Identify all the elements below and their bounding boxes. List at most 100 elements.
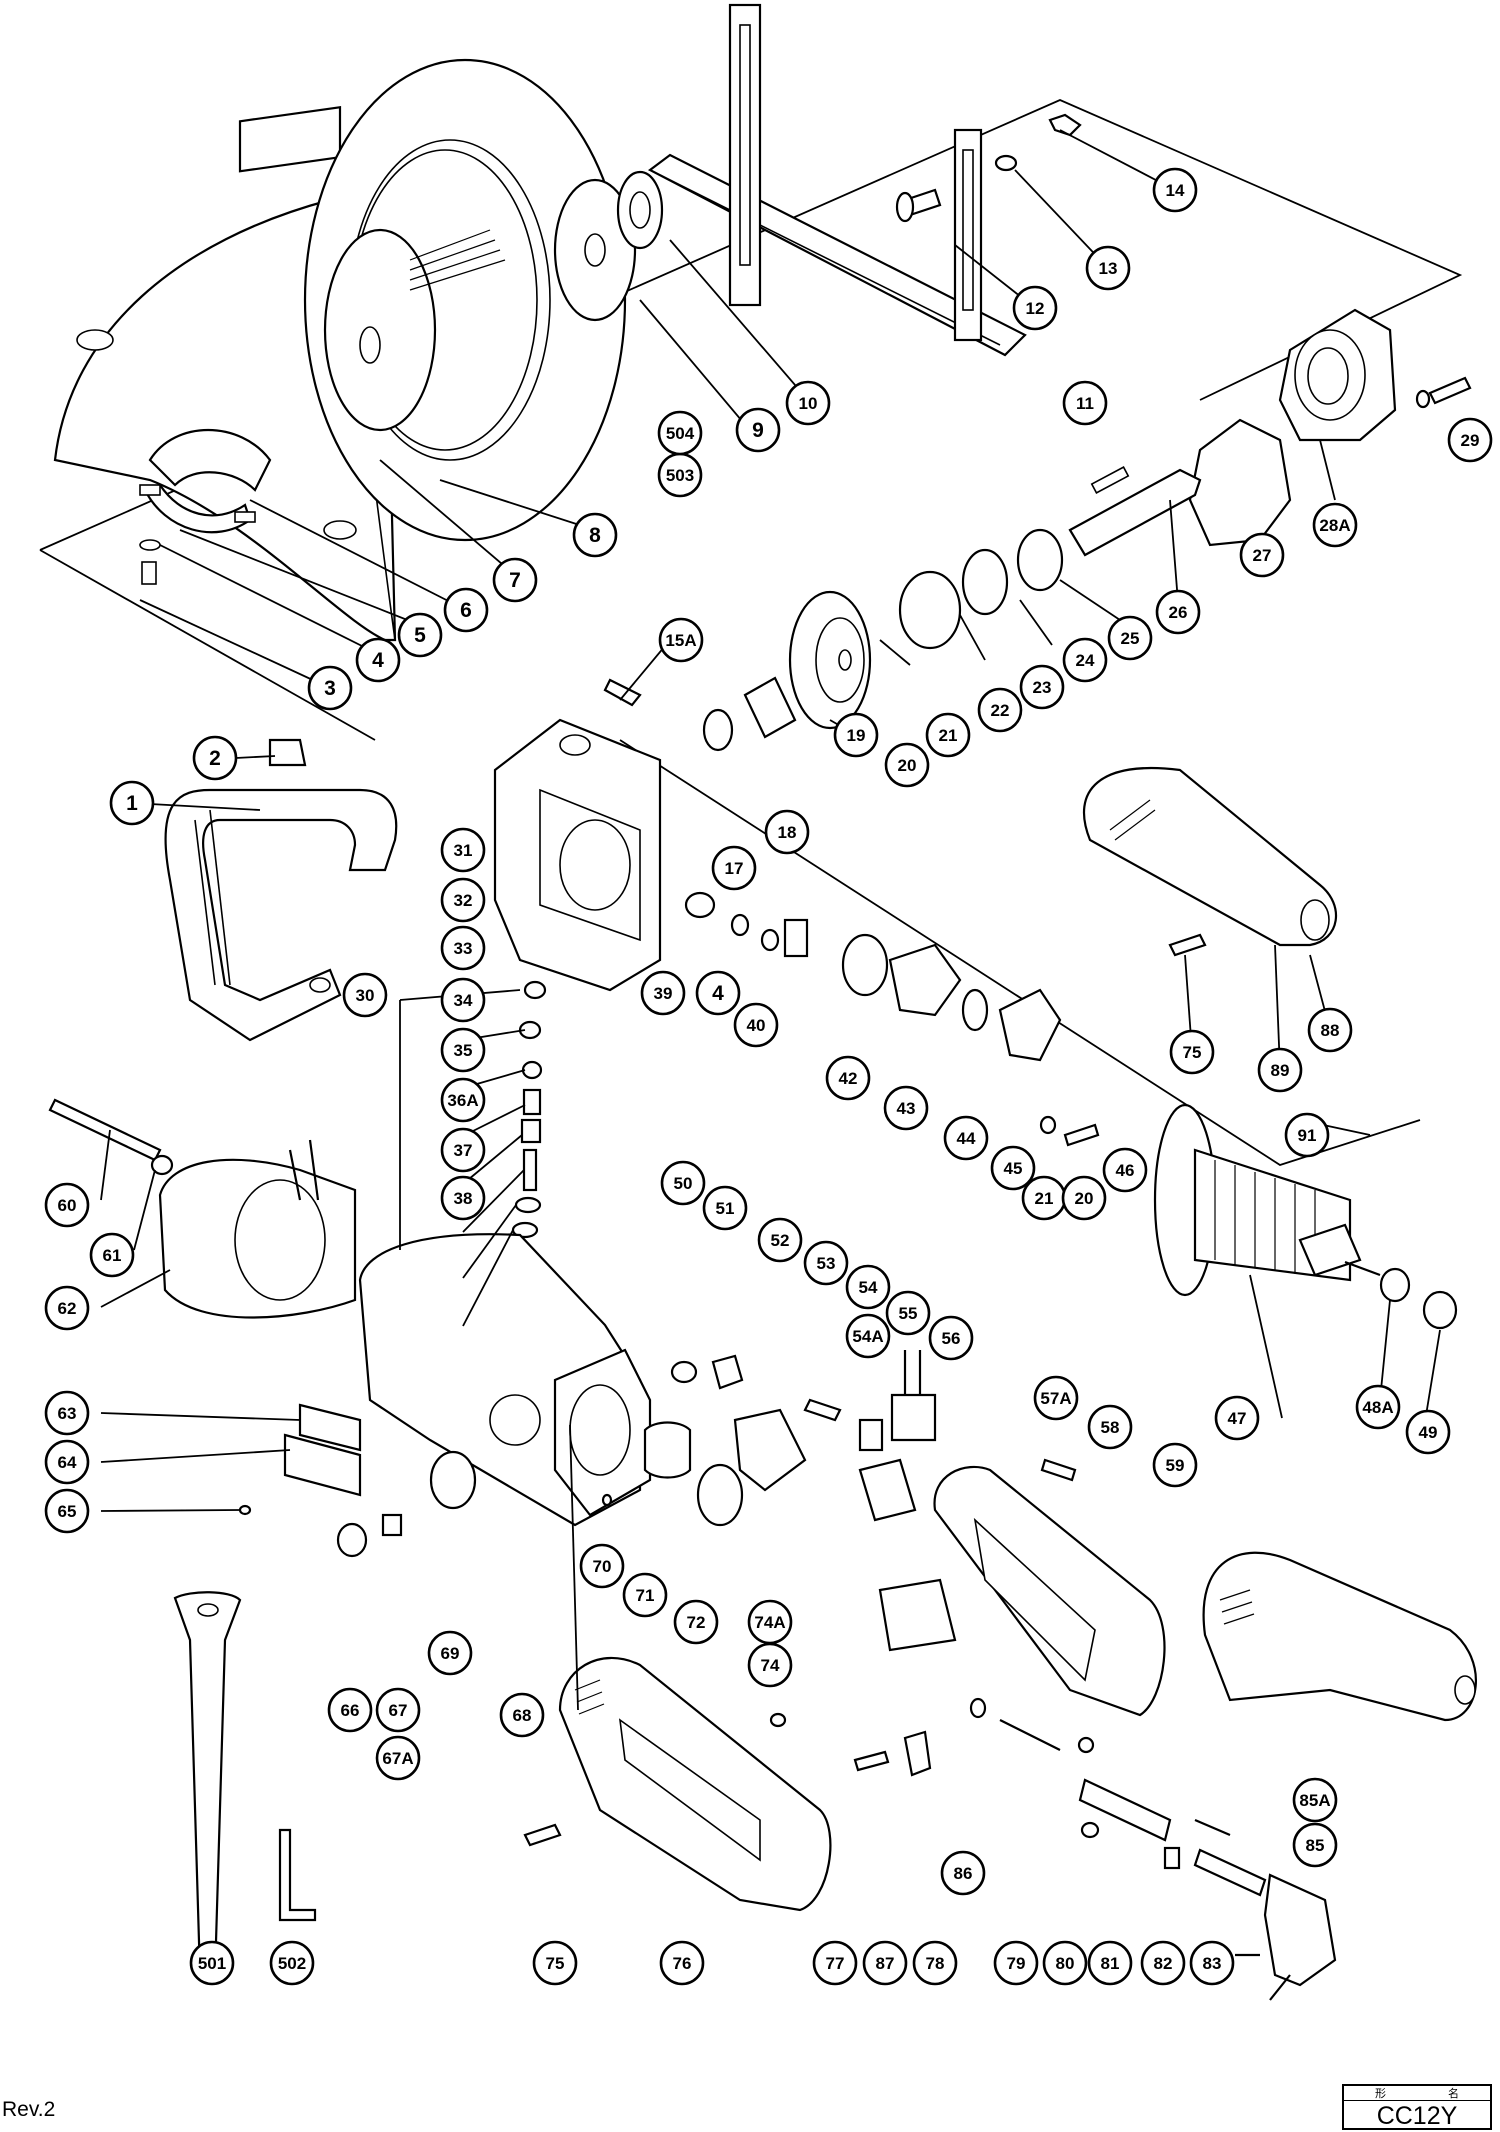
callout-82[interactable]: 82 bbox=[1140, 1940, 1186, 1986]
callout-31[interactable]: 31 bbox=[440, 827, 486, 873]
callout-18[interactable]: 18 bbox=[764, 809, 810, 855]
callout-23[interactable]: 23 bbox=[1019, 664, 1065, 710]
callout-26[interactable]: 26 bbox=[1155, 589, 1201, 635]
callout-52[interactable]: 52 bbox=[757, 1217, 803, 1263]
callout-79[interactable]: 79 bbox=[993, 1940, 1039, 1986]
callout-501[interactable]: 501 bbox=[189, 1940, 235, 1986]
callout-19[interactable]: 19 bbox=[833, 712, 879, 758]
callout-53[interactable]: 53 bbox=[803, 1240, 849, 1286]
callout-6[interactable]: 6 bbox=[443, 587, 489, 633]
callout-45[interactable]: 45 bbox=[990, 1145, 1036, 1191]
callout-56[interactable]: 56 bbox=[928, 1315, 974, 1361]
callout-72[interactable]: 72 bbox=[673, 1599, 719, 1645]
callout-49[interactable]: 49 bbox=[1405, 1409, 1451, 1455]
callout-20b[interactable]: 20 bbox=[1061, 1175, 1107, 1221]
callout-85[interactable]: 85 bbox=[1292, 1822, 1338, 1868]
callout-69[interactable]: 69 bbox=[427, 1630, 473, 1676]
callout-77[interactable]: 77 bbox=[812, 1940, 858, 1986]
callout-10[interactable]: 10 bbox=[785, 380, 831, 426]
callout-89[interactable]: 89 bbox=[1257, 1047, 1303, 1093]
callout-68[interactable]: 68 bbox=[499, 1692, 545, 1738]
callout-9[interactable]: 9 bbox=[735, 407, 781, 453]
callout-60[interactable]: 60 bbox=[44, 1182, 90, 1228]
callout-38[interactable]: 38 bbox=[440, 1175, 486, 1221]
callout-51[interactable]: 51 bbox=[702, 1185, 748, 1231]
callout-17[interactable]: 17 bbox=[711, 845, 757, 891]
callout-54[interactable]: 54 bbox=[845, 1264, 891, 1310]
callout-28a[interactable]: 28A bbox=[1312, 502, 1358, 548]
callout-44[interactable]: 44 bbox=[943, 1115, 989, 1161]
callout-86[interactable]: 86 bbox=[940, 1850, 986, 1896]
callout-91[interactable]: 91 bbox=[1284, 1112, 1330, 1158]
callout-85a[interactable]: 85A bbox=[1292, 1777, 1338, 1823]
callout-66[interactable]: 66 bbox=[327, 1687, 373, 1733]
callout-75b[interactable]: 75 bbox=[1169, 1029, 1215, 1075]
callout-15a[interactable]: 15A bbox=[658, 617, 704, 663]
callout-74[interactable]: 74 bbox=[747, 1642, 793, 1688]
callout-70[interactable]: 70 bbox=[579, 1543, 625, 1589]
callout-42[interactable]: 42 bbox=[825, 1055, 871, 1101]
callout-29[interactable]: 29 bbox=[1447, 417, 1493, 463]
callout-5[interactable]: 5 bbox=[397, 612, 443, 658]
callout-59[interactable]: 59 bbox=[1152, 1442, 1198, 1488]
callout-25[interactable]: 25 bbox=[1107, 615, 1153, 661]
callout-40[interactable]: 40 bbox=[733, 1002, 779, 1048]
callout-11[interactable]: 11 bbox=[1062, 380, 1108, 426]
callout-24[interactable]: 24 bbox=[1062, 637, 1108, 683]
svg-text:60: 60 bbox=[58, 1196, 77, 1215]
callout-67[interactable]: 67 bbox=[375, 1687, 421, 1733]
callout-2[interactable]: 2 bbox=[192, 735, 238, 781]
callout-58[interactable]: 58 bbox=[1087, 1404, 1133, 1450]
callout-35[interactable]: 35 bbox=[440, 1027, 486, 1073]
callout-61[interactable]: 61 bbox=[89, 1232, 135, 1278]
callout-4b[interactable]: 4 bbox=[695, 970, 741, 1016]
callout-43[interactable]: 43 bbox=[883, 1085, 929, 1131]
callout-39[interactable]: 39 bbox=[640, 970, 686, 1016]
callout-33[interactable]: 33 bbox=[440, 925, 486, 971]
callout-502[interactable]: 502 bbox=[269, 1940, 315, 1986]
callout-83[interactable]: 83 bbox=[1189, 1940, 1235, 1986]
callout-12[interactable]: 12 bbox=[1012, 285, 1058, 331]
callout-27[interactable]: 27 bbox=[1239, 532, 1285, 578]
callout-88[interactable]: 88 bbox=[1307, 1007, 1353, 1053]
callout-54a[interactable]: 54A bbox=[845, 1313, 891, 1359]
callout-22[interactable]: 22 bbox=[977, 687, 1023, 733]
callout-63[interactable]: 63 bbox=[44, 1390, 90, 1436]
callout-14[interactable]: 14 bbox=[1152, 167, 1198, 213]
callout-48a[interactable]: 48A bbox=[1355, 1384, 1401, 1430]
callout-87[interactable]: 87 bbox=[862, 1940, 908, 1986]
callout-55[interactable]: 55 bbox=[885, 1290, 931, 1336]
callout-3[interactable]: 3 bbox=[307, 665, 353, 711]
callout-7[interactable]: 7 bbox=[492, 557, 538, 603]
callout-8[interactable]: 8 bbox=[572, 512, 618, 558]
callout-74a[interactable]: 74A bbox=[747, 1599, 793, 1645]
callout-37[interactable]: 37 bbox=[440, 1127, 486, 1173]
callout-76[interactable]: 76 bbox=[659, 1940, 705, 1986]
callout-78[interactable]: 78 bbox=[912, 1940, 958, 1986]
svg-text:40: 40 bbox=[747, 1016, 766, 1035]
callout-57a[interactable]: 57A bbox=[1033, 1375, 1079, 1421]
callout-13[interactable]: 13 bbox=[1085, 245, 1131, 291]
callout-50[interactable]: 50 bbox=[660, 1160, 706, 1206]
callout-71[interactable]: 71 bbox=[622, 1572, 668, 1618]
callout-46[interactable]: 46 bbox=[1102, 1147, 1148, 1193]
callout-67a[interactable]: 67A bbox=[375, 1735, 421, 1781]
callout-1[interactable]: 1 bbox=[109, 780, 155, 826]
callout-21[interactable]: 21 bbox=[925, 712, 971, 758]
callout-47[interactable]: 47 bbox=[1214, 1395, 1260, 1441]
callout-64[interactable]: 64 bbox=[44, 1439, 90, 1485]
callout-32[interactable]: 32 bbox=[440, 877, 486, 923]
callout-62[interactable]: 62 bbox=[44, 1285, 90, 1331]
callout-30[interactable]: 30 bbox=[342, 972, 388, 1018]
callout-4[interactable]: 4 bbox=[355, 637, 401, 683]
callout-75[interactable]: 75 bbox=[532, 1940, 578, 1986]
callout-21b[interactable]: 21 bbox=[1021, 1175, 1067, 1221]
callout-36a[interactable]: 36A bbox=[440, 1077, 486, 1123]
callout-80[interactable]: 80 bbox=[1042, 1940, 1088, 1986]
callout-20[interactable]: 20 bbox=[884, 742, 930, 788]
callout-34[interactable]: 34 bbox=[440, 977, 486, 1023]
callout-81[interactable]: 81 bbox=[1087, 1940, 1133, 1986]
callout-504[interactable]: 504 bbox=[657, 410, 703, 456]
callout-503[interactable]: 503 bbox=[657, 452, 703, 498]
callout-65[interactable]: 65 bbox=[44, 1488, 90, 1534]
